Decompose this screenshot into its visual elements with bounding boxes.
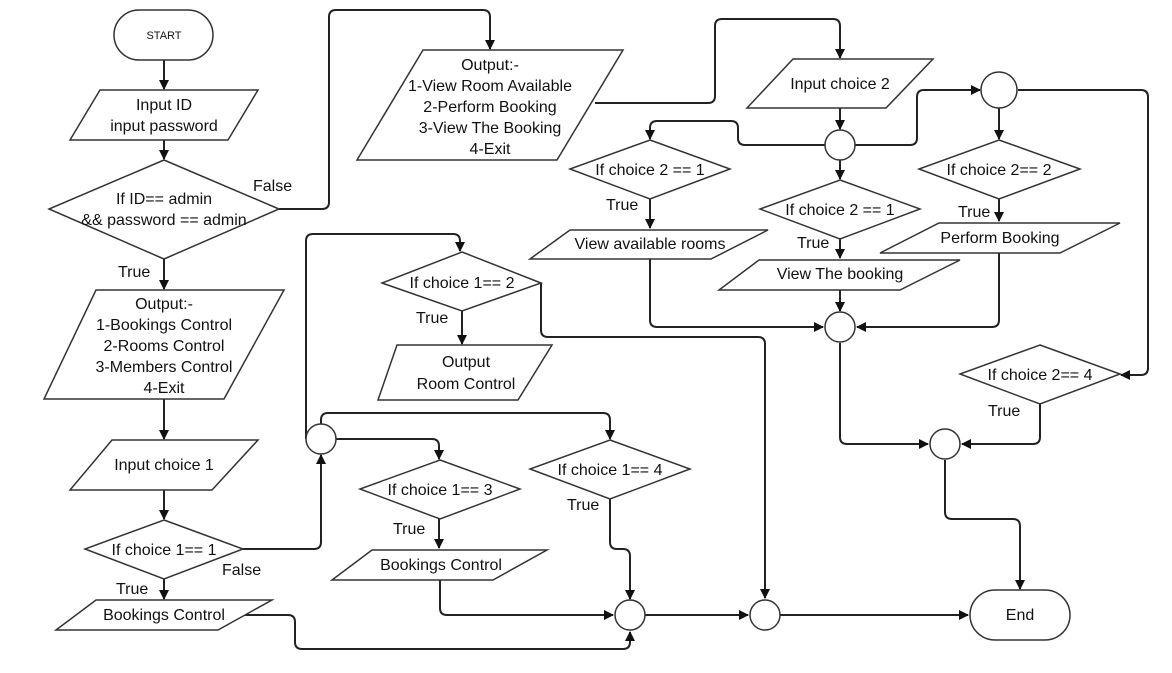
menu2-line-2: 1-View Room Available — [408, 78, 572, 95]
edge-if-c1-1-false-to-join — [243, 454, 326, 550]
if-choice1-1-decision: If choice 1== 1 — [82, 519, 246, 580]
menu1-line-4: 3-Members Control — [96, 359, 233, 376]
if-choice2-4-decision: If choice 2== 4 — [957, 344, 1123, 405]
if-choice1-2-label: If choice 1== 2 — [410, 275, 515, 292]
true-label-choice2-1a: True — [606, 197, 638, 214]
input-login-io: Input ID input password — [68, 89, 260, 141]
true-label-admin: True — [118, 264, 150, 281]
menu1-line-3: 2-Rooms Control — [104, 338, 225, 355]
true-label-choice1-1: True — [116, 581, 148, 598]
bookings-control-1-label: Bookings Control — [103, 607, 225, 624]
view-available-rooms-io: View available rooms — [527, 229, 769, 260]
edge-admin-false-to-menu2 — [279, 9, 495, 210]
menu1-line-1: Output:- — [135, 296, 193, 313]
edge-bookings1-to-merge-a — [245, 614, 635, 650]
merge-b-connector — [749, 599, 781, 631]
if-admin-decision: If ID== admin && password == admin — [47, 159, 281, 260]
input-choice1-io: Input choice 1 — [68, 439, 260, 491]
edge-join-to-if-c1-3 — [336, 438, 444, 460]
if-choice2-1a-decision: If choice 2 == 1 — [567, 139, 733, 200]
input-choice2-label: Input choice 2 — [790, 76, 890, 93]
true-label-choice2-2: True — [958, 204, 990, 221]
join-choice1-connector — [305, 423, 337, 455]
menu2-line-3: 2-Perform Booking — [423, 99, 556, 116]
join-choice2-right-connector — [980, 71, 1018, 109]
menu1-line-2: 1-Bookings Control — [96, 317, 232, 334]
edge-join-c2-to-if-c2-1a — [645, 120, 825, 146]
perform-booking-label: Perform Booking — [940, 230, 1059, 247]
view-available-rooms-label: View available rooms — [575, 236, 726, 253]
edge-join-to-if-c1-2 — [305, 233, 465, 439]
if-choice2-4-label: If choice 2== 4 — [988, 367, 1093, 384]
if-admin-line-1: If ID== admin — [116, 191, 212, 208]
true-label-choice2-4: True — [988, 403, 1020, 420]
if-choice1-3-label: If choice 1== 3 — [388, 482, 493, 499]
input-choice2-io: Input choice 2 — [745, 58, 935, 109]
menu1-output-io: Output:- 1-Bookings Control 2-Rooms Cont… — [42, 289, 286, 400]
edge-if-c1-2-false-to-merge-b — [540, 283, 770, 599]
edge-menu2-to-input-choice2 — [595, 18, 845, 104]
merge-choice2-connector — [824, 311, 856, 343]
edge-bookings3-to-merge-a — [439, 580, 614, 620]
menu2-line-4: 3-View The Booking — [419, 120, 562, 137]
if-choice1-2-decision: If choice 1== 2 — [379, 251, 544, 312]
end-terminal: End — [969, 589, 1071, 641]
perform-booking-io: Perform Booking — [879, 222, 1121, 254]
if-choice1-4-label: If choice 1== 4 — [558, 462, 663, 479]
true-label-choice1-4: True — [567, 497, 599, 514]
true-label-choice1-3: True — [393, 521, 425, 538]
if-choice2-1b-label: If choice 2 == 1 — [785, 202, 895, 219]
start-label: START — [146, 30, 181, 42]
if-choice2-2-decision: If choice 2== 2 — [916, 139, 1083, 200]
edge-perform-booking-to-merge-c2 — [856, 253, 1000, 332]
edge-view-rooms-to-merge-c2 — [649, 259, 824, 332]
start-terminal: START — [113, 9, 214, 61]
if-choice1-1-label: If choice 1== 1 — [112, 542, 217, 559]
menu1-line-5: 4-Exit — [144, 380, 185, 397]
if-choice1-4-decision: If choice 1== 4 — [527, 439, 693, 500]
output-room-control-line-1: Output — [442, 354, 491, 371]
true-label-choice1-2: True — [416, 310, 448, 327]
menu2-line-1: Output:- — [461, 57, 519, 74]
if-choice2-2-label: If choice 2== 2 — [947, 162, 1052, 179]
edge-if-c1-4-true-to-merge-a — [609, 499, 635, 600]
input-choice1-label: Input choice 1 — [114, 457, 214, 474]
edge-join-right-to-if-c2-4 — [1018, 89, 1149, 380]
output-room-control-io: Output Room Control — [376, 344, 554, 401]
menu2-output-io: Output:- 1-View Room Available 2-Perform… — [355, 49, 625, 161]
input-login-line-2: input password — [110, 118, 218, 135]
edge-merge-c2-to-merge-end — [839, 343, 929, 449]
if-admin-line-2: && password == admin — [81, 212, 246, 229]
merge-end-connector — [929, 428, 961, 460]
merge-a-connector — [614, 599, 646, 631]
if-choice2-1b-decision: If choice 2 == 1 — [757, 179, 923, 240]
edge-merge-end-to-end — [944, 460, 1025, 590]
bookings-control-3-io: Bookings Control — [329, 549, 550, 581]
join-choice2-connector — [824, 129, 856, 161]
edge-join-c2-to-join-right — [855, 85, 981, 146]
false-label-admin: False — [253, 178, 292, 195]
if-choice1-3-decision: If choice 1== 3 — [357, 459, 523, 520]
end-label: End — [1006, 607, 1034, 624]
if-choice2-1a-label: If choice 2 == 1 — [595, 162, 705, 179]
bookings-control-1-io: Bookings Control — [53, 599, 275, 631]
view-the-booking-io: View The booking — [716, 259, 961, 291]
bookings-control-3-label: Bookings Control — [380, 557, 502, 574]
false-label-choice1-1: False — [222, 562, 261, 579]
edge-if-c2-4-true-to-merge-end — [961, 404, 1041, 449]
edge-join-to-if-c1-4 — [320, 412, 615, 440]
view-the-booking-label: View The booking — [777, 266, 904, 283]
input-login-line-1: Input ID — [136, 97, 192, 114]
menu2-line-5: 4-Exit — [470, 141, 511, 158]
output-room-control-line-2: Room Control — [417, 376, 516, 393]
true-label-choice2-1b: True — [797, 235, 829, 252]
